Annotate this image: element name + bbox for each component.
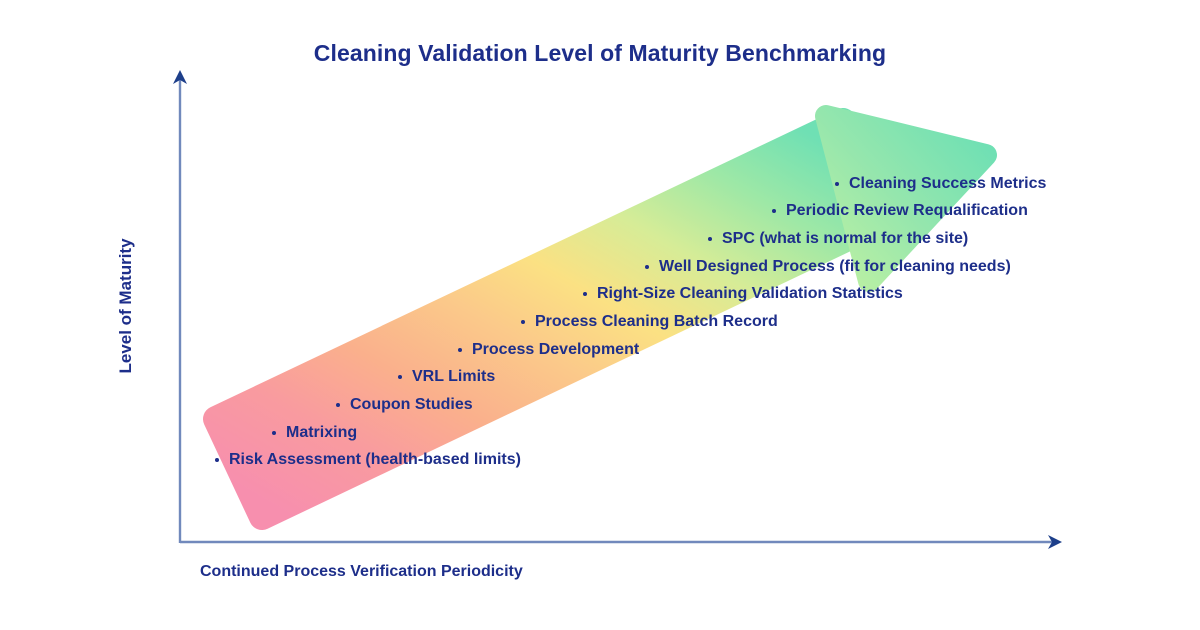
bullet-icon — [458, 348, 462, 352]
bullet-icon — [215, 458, 219, 462]
bullet-icon — [772, 209, 776, 213]
bullet-icon — [336, 403, 340, 407]
bullet-icon — [521, 320, 525, 324]
maturity-step-label: Well Designed Process (fit for cleaning … — [659, 258, 1011, 275]
maturity-step-6: Process Cleaning Batch Record — [521, 313, 778, 331]
maturity-step-11: Cleaning Success Metrics — [835, 175, 1046, 193]
maturity-step-10: Periodic Review Requalification — [772, 202, 1028, 220]
maturity-step-label: Process Development — [472, 341, 640, 358]
maturity-step-9: SPC (what is normal for the site) — [708, 230, 968, 248]
maturity-step-label: Right-Size Cleaning Validation Statistic… — [597, 285, 903, 302]
maturity-step-8: Well Designed Process (fit for cleaning … — [645, 258, 1011, 276]
bullet-icon — [835, 182, 839, 186]
bullet-icon — [708, 237, 712, 241]
maturity-step-5: Process Development — [458, 341, 639, 359]
maturity-step-4: VRL Limits — [398, 368, 495, 386]
page-title: Cleaning Validation Level of Maturity Be… — [313, 40, 887, 66]
gradient-arrow-head — [815, 105, 997, 292]
maturity-step-label: Periodic Review Requalification — [786, 202, 1028, 219]
maturity-step-label: Cleaning Success Metrics — [849, 175, 1047, 192]
x-axis — [180, 535, 1062, 549]
bullet-icon — [272, 431, 276, 435]
maturity-step-label: Coupon Studies — [350, 396, 473, 413]
maturity-step-7: Right-Size Cleaning Validation Statistic… — [583, 285, 903, 303]
bullet-icon — [583, 292, 587, 296]
bullet-icon — [398, 375, 402, 379]
maturity-step-label: Process Cleaning Batch Record — [535, 313, 778, 330]
maturity-step-label: Risk Assessment (health-based limits) — [229, 451, 521, 468]
y-axis-label: Level of Maturity — [116, 238, 135, 374]
x-axis-label: Continued Process Verification Periodici… — [200, 563, 523, 580]
maturity-step-1: Risk Assessment (health-based limits) — [215, 451, 521, 469]
maturity-step-label: Matrixing — [286, 424, 358, 441]
bullet-icon — [645, 265, 649, 269]
maturity-step-label: SPC (what is normal for the site) — [722, 230, 969, 247]
maturity-step-3: Coupon Studies — [336, 396, 473, 414]
y-axis — [173, 70, 187, 543]
maturity-step-2: Matrixing — [272, 424, 357, 442]
maturity-step-label: VRL Limits — [412, 368, 496, 385]
